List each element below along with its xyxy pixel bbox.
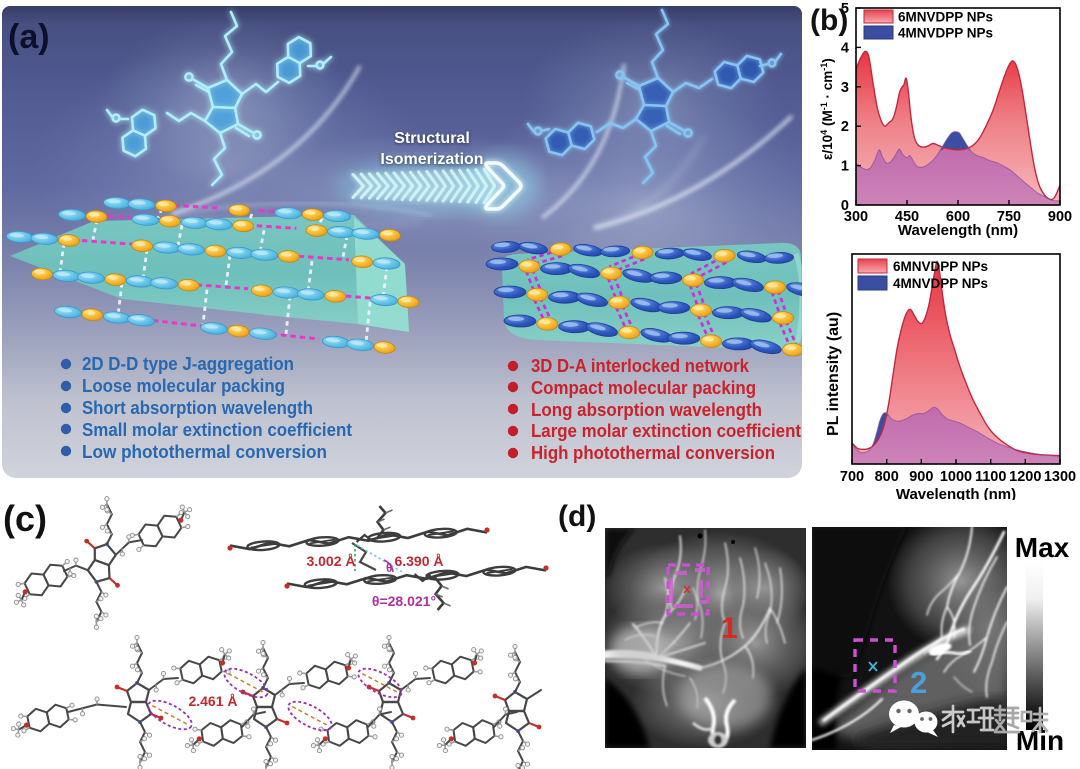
svg-text:800: 800	[875, 469, 899, 485]
svg-text:θ=28.021°: θ=28.021°	[372, 593, 436, 609]
svg-text:6MNVDPP NPs: 6MNVDPP NPs	[898, 10, 993, 25]
svg-text:1100: 1100	[975, 469, 1006, 485]
svg-text:Wavelength (nm): Wavelength (nm)	[896, 486, 1016, 500]
svg-text:1000: 1000	[940, 469, 972, 485]
svg-text:700: 700	[840, 469, 864, 485]
svg-text:High photothermal conversion: High photothermal conversion	[531, 442, 775, 463]
svg-text:(d): (d)	[558, 500, 596, 533]
svg-text:(b): (b)	[810, 4, 848, 37]
svg-text:ε/104 (M-1 · cm-1): ε/104 (M-1 · cm-1)	[819, 58, 835, 160]
svg-text:(a): (a)	[8, 18, 50, 56]
svg-text:Compact molecular packing: Compact molecular packing	[531, 377, 756, 398]
svg-text:Large molar extinction coeffic: Large molar extinction coefficient	[531, 420, 801, 441]
svg-text:1: 1	[841, 159, 849, 175]
svg-text:2: 2	[910, 665, 927, 700]
svg-text:Max: Max	[1015, 532, 1070, 563]
svg-text:θ: θ	[386, 561, 393, 575]
svg-text:2D D-D type J-aggregation: 2D D-D type J-aggregation	[82, 353, 294, 374]
svg-text:1300: 1300	[1044, 469, 1076, 485]
svg-text:Small molar extinction coeffic: Small molar extinction coefficient	[82, 419, 352, 440]
svg-text:Long absorption wavelength: Long absorption wavelength	[531, 399, 762, 420]
svg-text:Isomerization: Isomerization	[380, 151, 483, 168]
svg-text:3.002 Å: 3.002 Å	[306, 553, 355, 569]
svg-text:1: 1	[721, 612, 738, 645]
svg-text:900: 900	[1048, 209, 1072, 225]
svg-text:2: 2	[841, 119, 849, 135]
svg-text:4: 4	[841, 40, 849, 56]
svg-text:Low photothermal conversion: Low photothermal conversion	[82, 441, 327, 462]
svg-text:300: 300	[844, 209, 868, 225]
svg-text:PL intensity (au): PL intensity (au)	[825, 312, 842, 436]
svg-text:Structural: Structural	[394, 130, 470, 147]
svg-text:3D D-A interlocked network: 3D D-A interlocked network	[531, 355, 750, 376]
svg-text:2.461 Å: 2.461 Å	[188, 693, 237, 709]
svg-text:6MNVDPP NPs: 6MNVDPP NPs	[893, 259, 988, 274]
svg-text:0: 0	[841, 198, 849, 214]
svg-text:6.390 Å: 6.390 Å	[394, 553, 443, 569]
svg-text:(c): (c)	[3, 498, 47, 539]
svg-text:1200: 1200	[1009, 469, 1041, 485]
svg-text:900: 900	[909, 469, 933, 485]
svg-text:Loose molecular packing: Loose molecular packing	[82, 375, 285, 396]
svg-text:5: 5	[841, 1, 849, 17]
svg-text:4MNVDPP NPs: 4MNVDPP NPs	[898, 26, 993, 41]
svg-text:4MNVDPP NPs: 4MNVDPP NPs	[893, 276, 988, 291]
svg-text:3: 3	[841, 80, 849, 96]
svg-text:600: 600	[946, 209, 970, 225]
svg-text:Short absorption wavelength: Short absorption wavelength	[82, 397, 313, 418]
svg-text:Wavelength (nm): Wavelength (nm)	[898, 222, 1018, 239]
svg-text:750: 750	[997, 209, 1021, 225]
svg-text:450: 450	[895, 209, 919, 225]
